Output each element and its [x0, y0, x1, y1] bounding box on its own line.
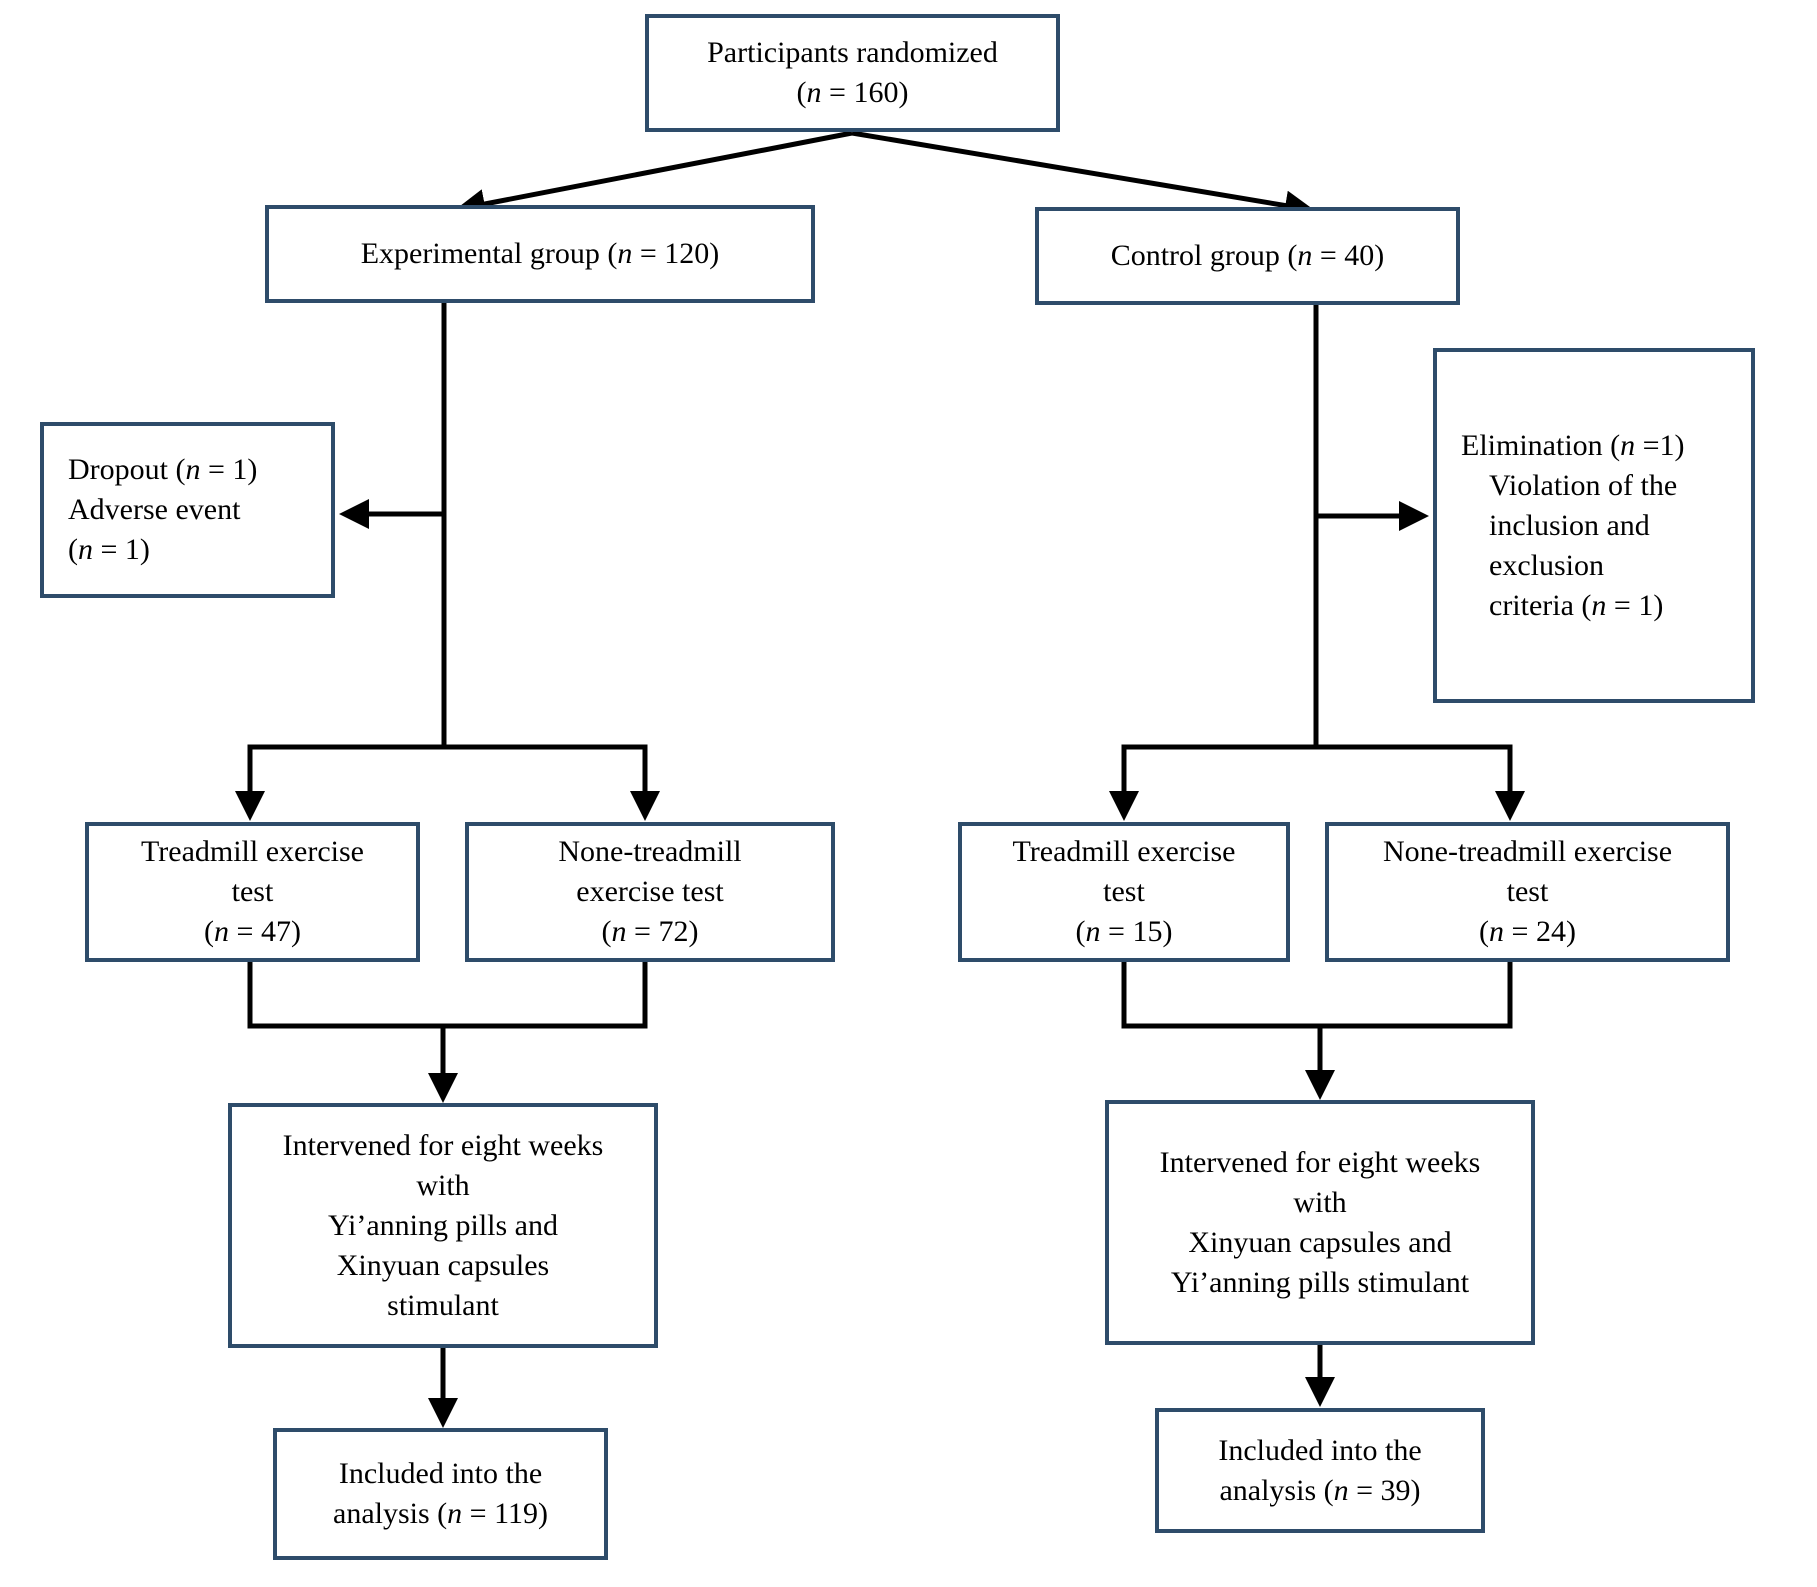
control-group-text: Control group (n = 40)	[1110, 239, 1385, 272]
control-group-box: Control group (n = 40)	[1035, 207, 1460, 305]
arrow-randomized-to-experimental	[455, 130, 853, 219]
experimental-group-text: Experimental group (n = 120)	[360, 237, 720, 270]
participants-randomized-box: Participants randomized(n = 160)	[645, 14, 1060, 132]
arrow-randomized-to-control	[851, 130, 1315, 221]
dropout-box: Dropout (n = 1)Adverse event(n = 1)	[40, 422, 335, 598]
dropout-text: Dropout (n = 1)Adverse event(n = 1)	[68, 453, 258, 566]
experimental-group-box: Experimental group (n = 120)	[265, 205, 815, 303]
participants-randomized-text: Participants randomized(n = 160)	[707, 36, 998, 109]
